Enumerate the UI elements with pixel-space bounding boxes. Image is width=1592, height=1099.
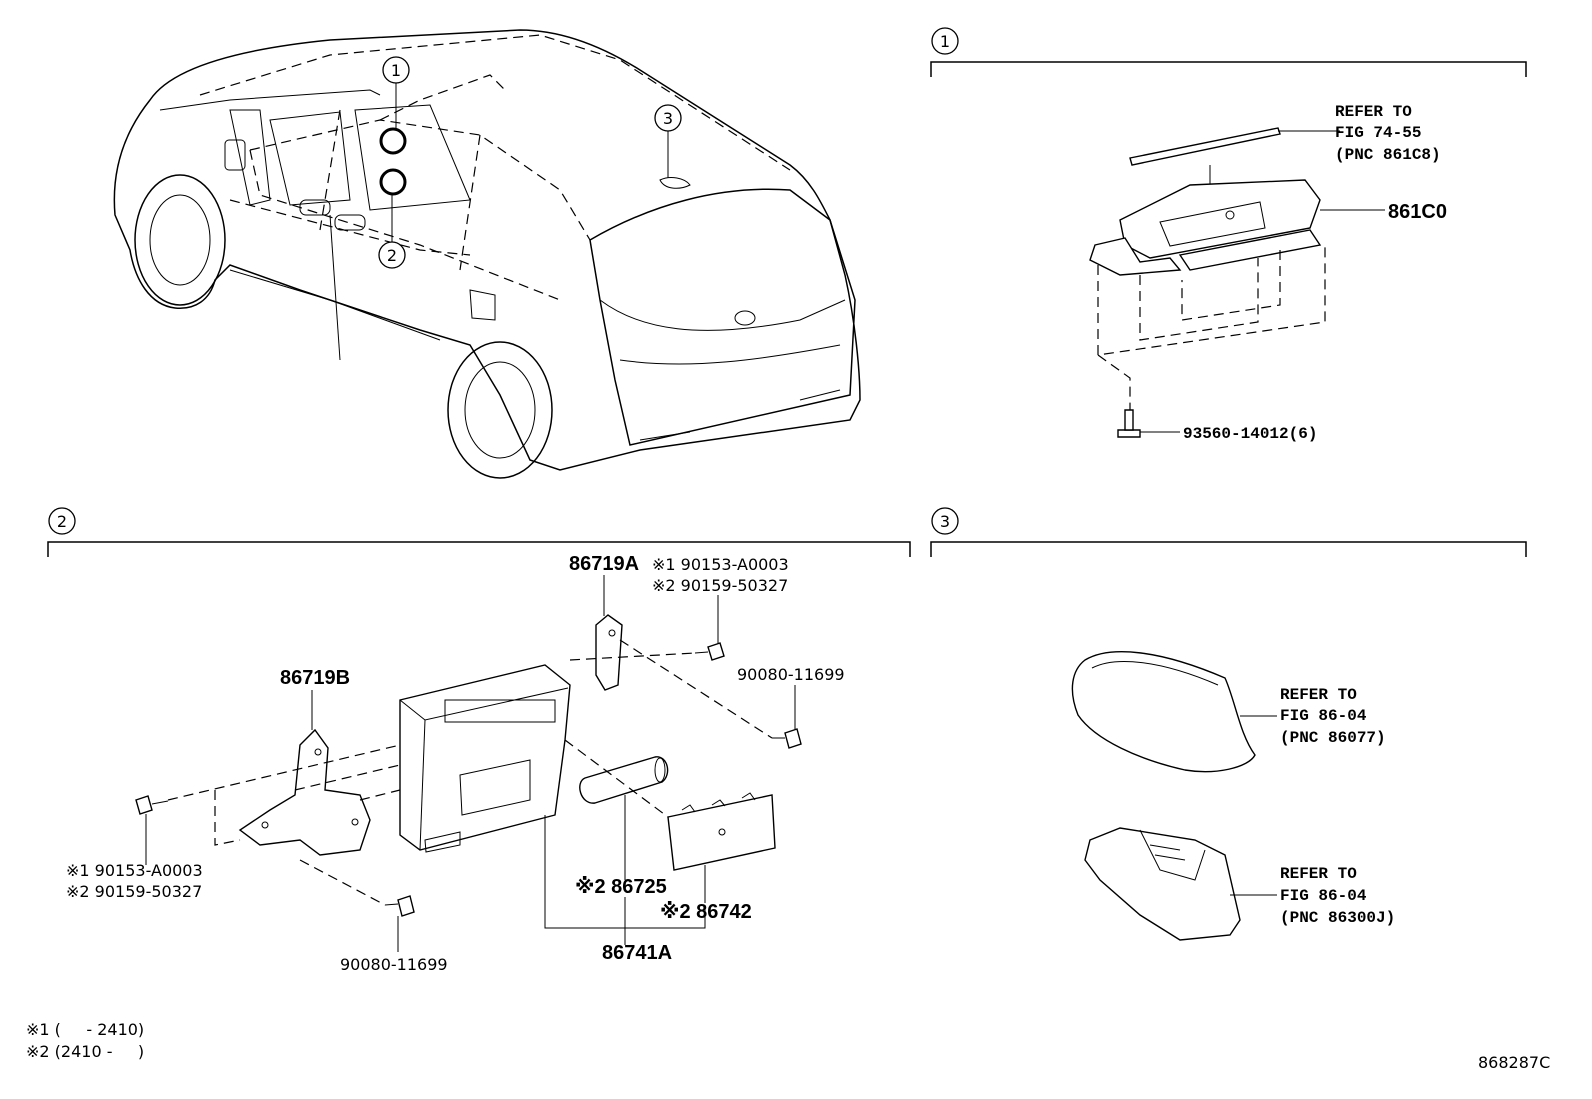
footnotes: ※1 ( - 2410) ※2 (2410 - ) — [26, 1020, 144, 1061]
figure-id: 868287C — [1478, 1053, 1550, 1072]
svg-text:REFER TO: REFER TO — [1335, 103, 1412, 121]
vehicle-illustration — [113, 29, 861, 479]
svg-text:90080-11699: 90080-11699 — [737, 665, 845, 684]
svg-text:(PNC 861C8): (PNC 861C8) — [1335, 146, 1441, 164]
svg-text:2: 2 — [57, 512, 67, 531]
svg-text:※2 90159-50327: ※2 90159-50327 — [66, 882, 202, 901]
antenna-base-86300J — [1084, 827, 1277, 941]
svg-text:(PNC 86300J): (PNC 86300J) — [1280, 909, 1395, 927]
svg-text:※2 86725: ※2 86725 — [575, 876, 667, 898]
callout-2-vehicle: 2 — [378, 241, 406, 269]
svg-text:86719B: 86719B — [280, 667, 350, 689]
svg-text:86741A: 86741A — [602, 942, 672, 964]
svg-text:861C0: 861C0 — [1388, 201, 1447, 223]
svg-text:FIG 86-04: FIG 86-04 — [1280, 707, 1367, 725]
screw-93560 — [1117, 409, 1180, 438]
svg-text:REFER TO: REFER TO — [1280, 686, 1357, 704]
svg-text:93560-14012(6): 93560-14012(6) — [1183, 425, 1317, 443]
svg-text:86719A: 86719A — [569, 553, 639, 575]
svg-text:2: 2 — [387, 246, 397, 265]
svg-text:3: 3 — [663, 109, 673, 128]
ecu-86741A — [399, 664, 571, 853]
svg-text:※1 90153-A0003: ※1 90153-A0003 — [66, 861, 203, 880]
svg-text:※2 90159-50327: ※2 90159-50327 — [652, 576, 788, 595]
section-1: 1 REFER TO FIG 74-55 (PNC 861C8) 861 — [930, 27, 1527, 443]
module-861C0 — [1089, 179, 1385, 276]
svg-text:REFER TO: REFER TO — [1280, 865, 1357, 883]
bracket-86719B — [238, 690, 371, 856]
svg-text:※2 (2410 - ): ※2 (2410 - ) — [26, 1042, 144, 1061]
svg-text:3: 3 — [940, 512, 950, 531]
svg-text:1: 1 — [940, 32, 950, 51]
svg-text:※1 ( - 2410): ※1 ( - 2410) — [26, 1020, 144, 1039]
svg-text:※1 90153-A0003: ※1 90153-A0003 — [652, 555, 789, 574]
antenna-cover-86077 — [1071, 651, 1277, 773]
svg-text:FIG 86-04: FIG 86-04 — [1280, 887, 1367, 905]
section-2: 2 — [47, 507, 911, 974]
svg-text:90080-11699: 90080-11699 — [340, 955, 448, 974]
svg-text:FIG 74-55: FIG 74-55 — [1335, 124, 1421, 142]
svg-text:(PNC 86077): (PNC 86077) — [1280, 729, 1386, 747]
part-86725 — [579, 756, 669, 880]
svg-text:※2 86742: ※2 86742 — [660, 901, 752, 923]
part-86742 — [667, 792, 776, 903]
section-3: 3 REFER TO FIG 86-04 (PNC 86077) REFER T… — [930, 507, 1527, 941]
svg-text:1: 1 — [391, 61, 401, 80]
callout-1-vehicle: 1 — [382, 56, 410, 84]
callout-3-vehicle: 3 — [654, 104, 682, 132]
